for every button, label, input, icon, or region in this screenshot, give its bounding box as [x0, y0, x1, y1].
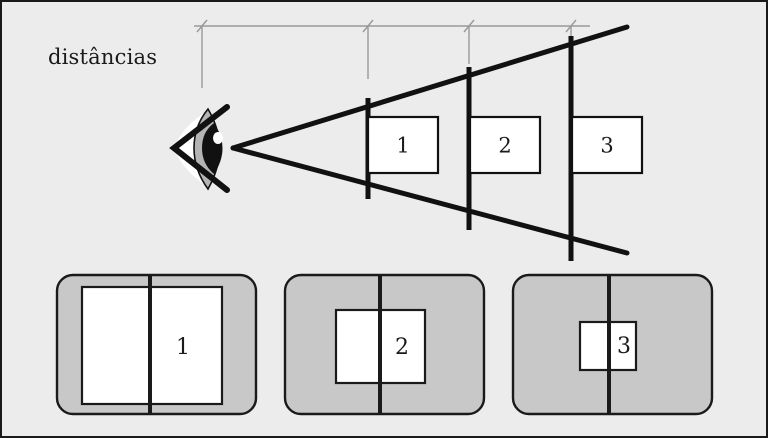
dimension-tick-1: [196, 19, 208, 88]
result-panel-2: 2: [283, 273, 486, 416]
dimension-scale: [194, 19, 590, 88]
view-cone: [230, 24, 630, 256]
projection-square-1: 1: [366, 115, 440, 175]
eye-icon: [169, 104, 230, 193]
result-panel-1-label: 1: [176, 335, 190, 360]
cone-lower-ray: [230, 145, 630, 256]
projection-square-3: 3: [570, 115, 644, 175]
cone-upper-ray: [230, 24, 630, 151]
result-panel-3: 3: [511, 273, 714, 416]
page-title: distâncias: [48, 45, 158, 69]
eye-chevron: [169, 104, 230, 193]
projection-square-3-label: 3: [600, 134, 613, 158]
result-panel-3-label: 3: [617, 334, 631, 359]
dimension-tick-2: [362, 19, 374, 79]
eye-highlight: [213, 132, 223, 144]
projection-square-2: 2: [468, 115, 542, 175]
dimension-tick-3: [463, 19, 475, 64]
result-panel-2-label: 2: [395, 335, 409, 360]
result-panel-1: 1: [55, 273, 258, 416]
projection-square-2-label: 2: [498, 134, 511, 158]
projection-square-1-label: 1: [396, 134, 409, 158]
